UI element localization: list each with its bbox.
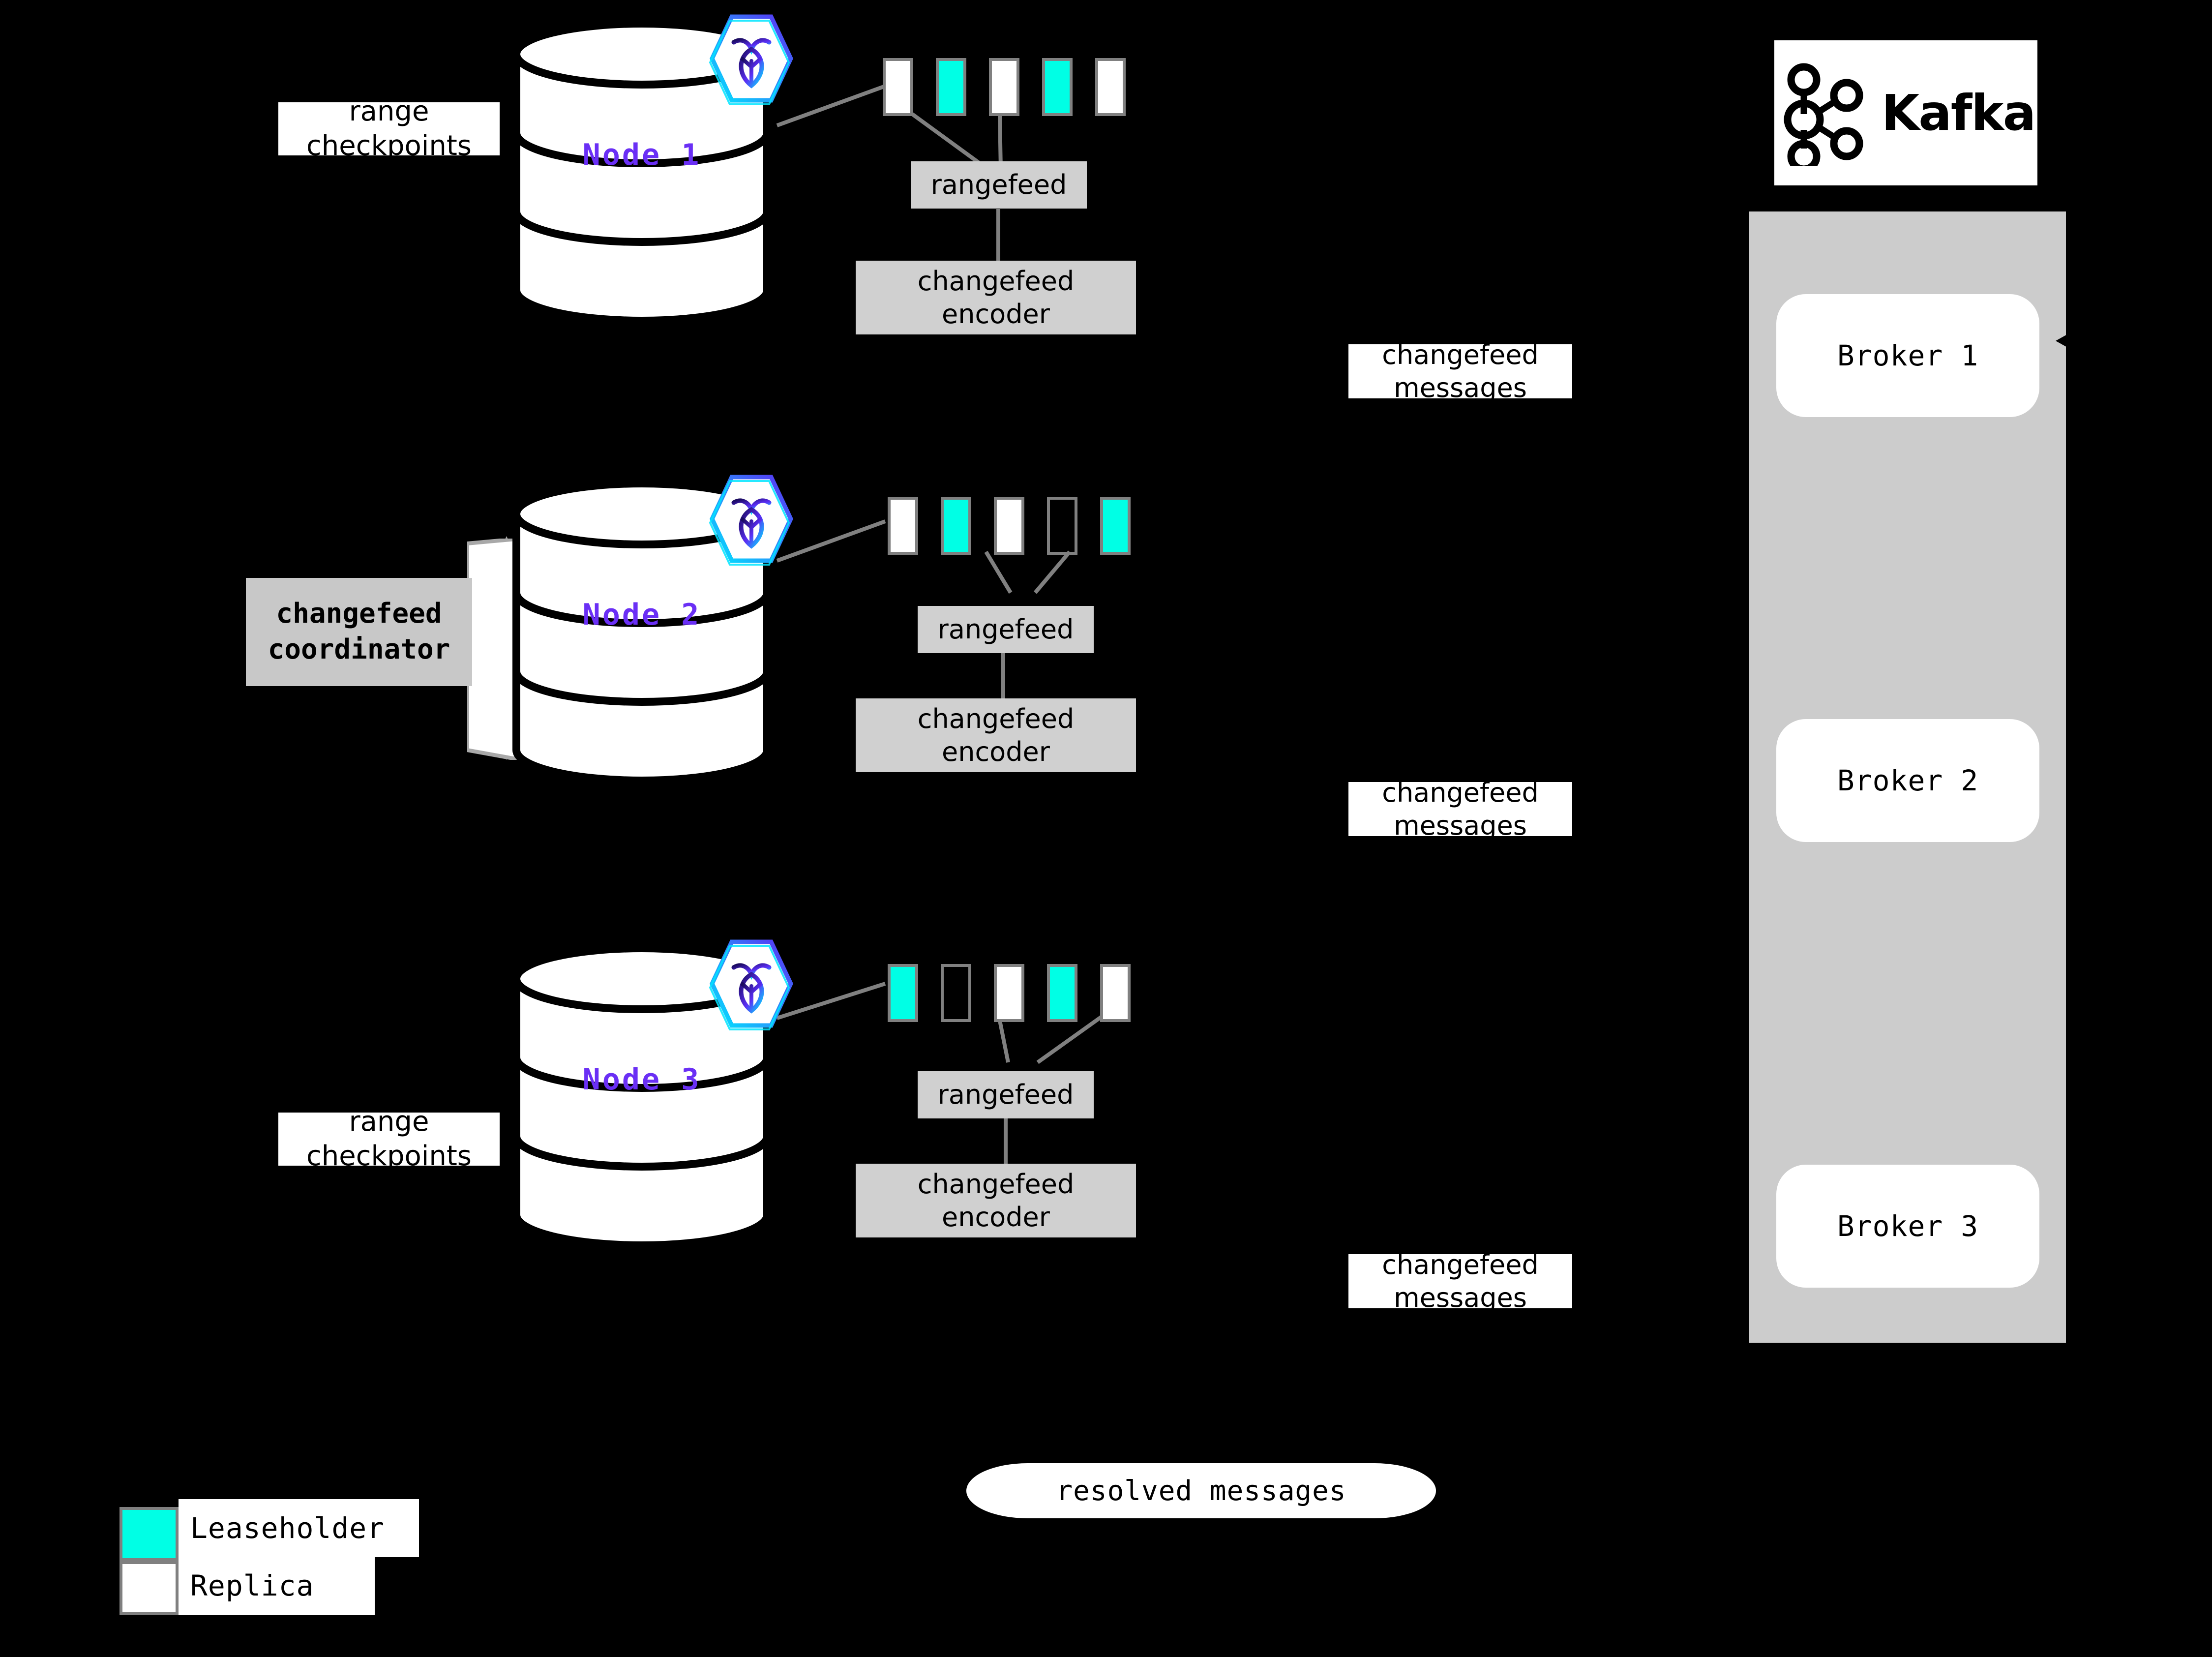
range-cell	[888, 497, 918, 555]
kafka-inbound-arrowhead-icon	[2056, 330, 2075, 352]
kafka-wordmark: Kafka	[1881, 84, 2036, 142]
changefeed-messages-label-3: changefeed messages	[1348, 1249, 1572, 1313]
node-2-cockroachdb-hexagon-icon	[707, 472, 796, 566]
node-1-cylinder: Node 1	[511, 20, 772, 325]
range-cell	[1047, 497, 1077, 555]
kafka-broker-2[interactable]: Broker 2	[1776, 719, 2039, 842]
legend-swatch-leaseholder	[120, 1507, 179, 1561]
kafka-broker-3[interactable]: Broker 3	[1776, 1165, 2039, 1288]
range-cell	[1042, 58, 1073, 116]
range-cell	[888, 964, 918, 1022]
node-2-ranges	[888, 497, 1134, 555]
changefeed-messages-label-2: changefeed messages	[1348, 777, 1572, 841]
kafka-broker-1[interactable]: Broker 1	[1776, 294, 2039, 417]
node-3-ranges	[888, 964, 1134, 1022]
range-cell	[883, 58, 913, 116]
node-2-label: Node 2	[582, 598, 701, 632]
range-cell	[994, 964, 1024, 1022]
range-cell	[1047, 964, 1077, 1022]
range-cell	[1095, 58, 1126, 116]
node-1-ranges	[883, 58, 1129, 116]
node-3-changefeed-encoder-box: changefeed encoder	[856, 1164, 1136, 1237]
node-3-rangefeed-box: rangefeed	[918, 1071, 1094, 1118]
legend-swatch-replica	[120, 1561, 179, 1615]
node-2-changefeed-coordinator-box: changefeed coordinator	[246, 578, 472, 686]
node-2-cylinder: Node 2	[511, 480, 772, 784]
kafka-logo: Kafka	[1774, 40, 2037, 185]
node-1-label: Node 1	[582, 138, 701, 172]
kafka-node-graph-icon	[1784, 63, 1863, 166]
node-2-rangefeed-box: rangefeed	[918, 606, 1094, 653]
node-3-label: Node 3	[582, 1062, 701, 1097]
node-3-range-checkpoints-label: range checkpoints	[278, 1106, 500, 1172]
legend-label-leaseholder: Leaseholder	[179, 1499, 419, 1557]
range-cell	[989, 58, 1019, 116]
resolved-messages-pill: resolved messages	[966, 1463, 1436, 1518]
node-1-range-checkpoints-label: range checkpoints	[278, 95, 500, 162]
range-cell	[941, 964, 971, 1022]
node-1-rangefeed-box: rangefeed	[911, 161, 1087, 209]
range-cell	[1100, 497, 1131, 555]
node-1-cockroachdb-hexagon-icon	[707, 12, 796, 105]
node-3-cockroachdb-hexagon-icon	[707, 937, 796, 1030]
range-cell	[994, 497, 1024, 555]
range-cell	[941, 497, 971, 555]
range-cell	[936, 58, 966, 116]
range-cell	[1100, 964, 1131, 1022]
node-2-changefeed-encoder-box: changefeed encoder	[856, 698, 1136, 772]
node-3-cylinder: Node 3	[511, 944, 772, 1249]
node-1-changefeed-encoder-box: changefeed encoder	[856, 261, 1136, 334]
legend-label-replica: Replica	[179, 1556, 375, 1615]
changefeed-messages-label-1: changefeed messages	[1348, 339, 1572, 403]
